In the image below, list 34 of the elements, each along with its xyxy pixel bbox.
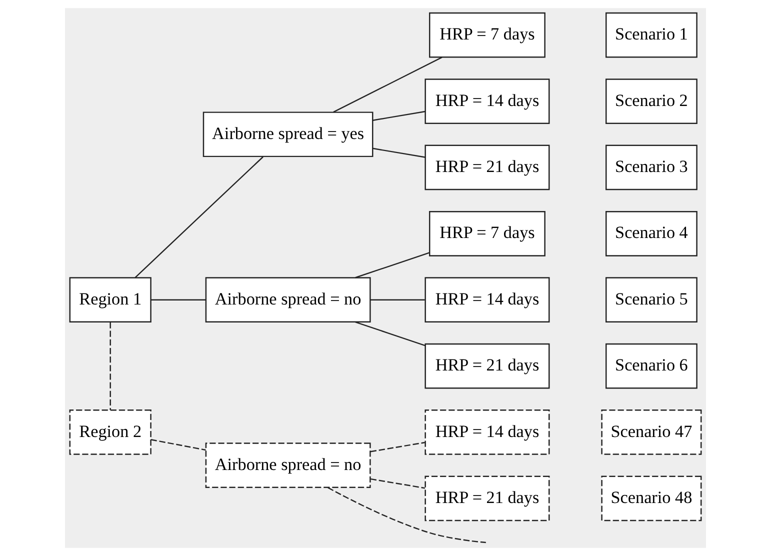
node-box: HRP = 21 days (424, 144, 550, 190)
node-box: Scenario 48 (600, 476, 702, 522)
node-box: Scenario 3 (605, 144, 697, 190)
node-box: Scenario 4 (605, 210, 697, 256)
node-box: Airborne spread = no (204, 442, 370, 488)
node-box: Region 1 (68, 277, 151, 323)
node-box: Airborne spread = yes (202, 112, 373, 158)
connector (370, 442, 424, 452)
node-box: Scenario 6 (605, 343, 697, 389)
node-box: Scenario 2 (605, 78, 697, 124)
node-box: HRP = 21 days (424, 343, 550, 389)
node-box: Scenario 1 (605, 12, 697, 58)
connector (332, 56, 442, 113)
connector (372, 110, 425, 121)
connector (150, 299, 206, 300)
node-box: HRP = 14 days (424, 78, 550, 124)
node-box: Region 2 (68, 410, 151, 455)
connector (354, 321, 425, 346)
node-box: HRP = 7 days (428, 12, 545, 58)
node-box: HRP = 21 days (424, 476, 550, 522)
node-box: HRP = 7 days (428, 210, 545, 256)
connector (134, 156, 263, 278)
connector (354, 252, 430, 278)
node-box: Airborne spread = no (204, 277, 370, 323)
node-box: HRP = 14 days (424, 277, 550, 323)
connector (327, 487, 486, 544)
connector (372, 148, 425, 158)
node-box: HRP = 14 days (424, 410, 550, 455)
connector (370, 478, 424, 489)
node-box: Scenario 47 (600, 410, 702, 455)
node-box: Scenario 5 (605, 277, 697, 323)
connector (109, 322, 110, 410)
connector (370, 299, 424, 300)
connector (150, 439, 206, 451)
